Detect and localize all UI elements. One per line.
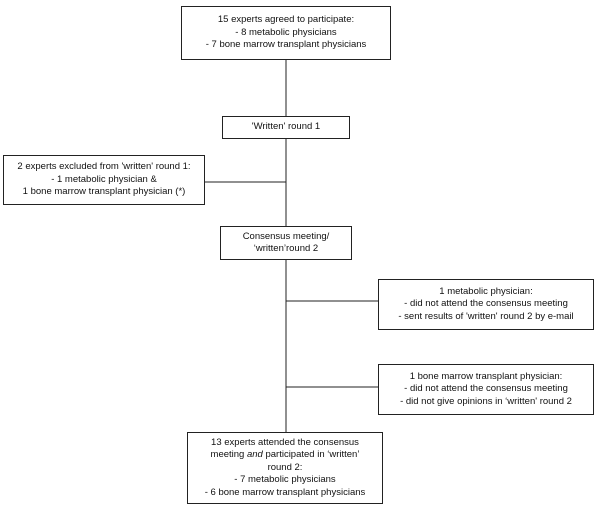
meeting-line: Consensus meeting/ <box>242 230 330 242</box>
final-line-4: - 7 metabolic physicians <box>234 474 336 486</box>
final-line-3: round 2: <box>267 461 303 473</box>
metabolic-note-line: 1 metabolic physician: <box>439 285 533 297</box>
excluded-line: 2 experts excluded from 'written' round … <box>17 161 191 173</box>
final-line-2: meeting and participated in ‘written’ <box>192 449 378 462</box>
final-line-1: 13 experts attended the consensus <box>211 436 359 448</box>
start-line: - 8 metabolic physicians <box>235 26 337 38</box>
bmt-note-line: 1 bone marrow transplant physician: <box>409 370 563 382</box>
round1-label: 'Written' round 1 <box>251 121 321 133</box>
bmt-note-box: 1 bone marrow transplant physician: - di… <box>378 364 594 415</box>
start-line: - 7 bone marrow transplant physicians <box>205 39 367 51</box>
start-box: 15 experts agreed to participate: - 8 me… <box>181 6 391 60</box>
meeting-line: ‘written’round 2 <box>253 243 319 254</box>
final-box: 13 experts attended the consensus meetin… <box>187 432 383 504</box>
excluded-box: 2 experts excluded from 'written' round … <box>3 155 205 205</box>
metabolic-note-line: - sent results of 'written' round 2 by e… <box>398 310 574 322</box>
excluded-line: - 1 metabolic physician & <box>51 173 157 185</box>
meeting-box: Consensus meeting/ ‘written’round 2 <box>220 226 352 260</box>
excluded-line: 1 bone marrow transplant physician (*) <box>22 186 186 198</box>
final-line-2-post: participated in ‘written’ <box>262 449 360 461</box>
bmt-note-line: - did not attend the consensus meeting <box>404 383 568 395</box>
metabolic-note-line: - did not attend the consensus meeting <box>404 298 568 310</box>
start-line: 15 experts agreed to participate: <box>217 14 355 26</box>
final-line-2-pre: meeting <box>210 449 247 461</box>
round1-box: 'Written' round 1 <box>222 116 350 139</box>
final-line-2-emphasis: and <box>246 449 263 461</box>
final-line-5: - 6 bone marrow transplant physicians <box>204 486 366 498</box>
bmt-note-line: - did not give opinions in ‘written' rou… <box>400 395 572 407</box>
metabolic-note-box: 1 metabolic physician: - did not attend … <box>378 279 594 330</box>
